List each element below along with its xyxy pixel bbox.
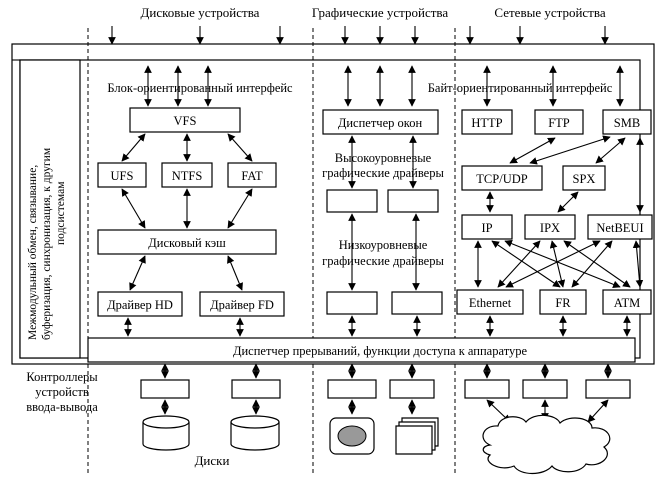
high-level-driver-2 xyxy=(387,189,439,213)
controller-net-3 xyxy=(585,379,631,399)
smb-label: SMB xyxy=(614,116,640,130)
side-panel xyxy=(19,59,81,359)
high-level-driver-1 xyxy=(326,189,378,213)
disk-cache-label: Дисковый кэш xyxy=(148,236,226,250)
disk-cylinder-1-icon xyxy=(142,415,190,451)
high-level-label-1: Высокоуровневые xyxy=(335,151,432,165)
monitor-icon xyxy=(329,417,375,455)
interrupt-manager-label: Диспетчер прерываний, функции доступа к … xyxy=(233,344,528,358)
ufs-box xyxy=(97,162,147,188)
interrupt-manager-box xyxy=(87,337,636,363)
ufs-label: UFS xyxy=(111,169,134,183)
block-interface-label: Блок-ориентированный интерфейс xyxy=(107,81,293,95)
ipx-box xyxy=(524,214,576,240)
smb-box xyxy=(602,109,652,135)
ip-box xyxy=(461,214,513,240)
ftp-label: FTP xyxy=(548,116,570,130)
network-internal-arrows xyxy=(474,135,644,289)
byte-interface-label: Байт-ориентированный интерфейс xyxy=(428,81,613,95)
side-panel-line2: буферизация, синхронизация, к другим xyxy=(41,147,53,340)
vfs-label: VFS xyxy=(174,114,197,128)
paper-stack-icon xyxy=(395,417,439,455)
disk-interface-arrows xyxy=(144,65,212,107)
vfs-box xyxy=(129,107,241,133)
driver-fd-box xyxy=(199,291,285,317)
controllers-label-3: ввода-вывода xyxy=(26,400,98,414)
spx-box xyxy=(562,165,606,191)
cache-driver-arrows xyxy=(129,255,243,291)
header-disk-devices: Дисковые устройства xyxy=(141,5,260,20)
graphics-internal-arrows xyxy=(348,135,420,291)
ethernet-label: Ethernet xyxy=(469,296,512,310)
driver-interrupt-arrows xyxy=(124,315,631,337)
http-label: HTTP xyxy=(471,116,502,130)
network-interface-arrows xyxy=(483,65,624,107)
fat-label: FAT xyxy=(241,169,263,183)
driver-fd-label: Драйвер FD xyxy=(210,298,274,312)
disks-label: Диски xyxy=(195,453,230,468)
network-cloud-icon xyxy=(482,414,611,475)
graphics-interface-arrows xyxy=(344,65,416,107)
controller-graphics-1 xyxy=(327,379,377,399)
disk-cache-box xyxy=(97,229,277,255)
spx-label: SPX xyxy=(573,172,596,186)
controller-net-1 xyxy=(464,379,510,399)
low-level-driver-2 xyxy=(391,291,443,315)
fr-box xyxy=(539,289,587,315)
tcpudp-label: TCP/UDP xyxy=(476,172,527,186)
ntfs-label: NTFS xyxy=(172,169,203,183)
atm-box xyxy=(602,289,652,315)
ipx-label: IPX xyxy=(540,221,560,235)
window-manager-box xyxy=(322,109,439,135)
high-level-label-2: графические драйверы xyxy=(322,166,444,180)
window-manager-label: Диспетчер окон xyxy=(338,116,423,130)
outer-frame xyxy=(11,43,655,365)
controller-net-2 xyxy=(522,379,568,399)
vfs-fs-arrows xyxy=(121,133,253,162)
side-panel-text: Межмодульный обмен, связывание, буфериза… xyxy=(27,147,67,340)
side-panel-line3: подсистемам xyxy=(55,181,67,245)
controllers-label-1: Контроллеры xyxy=(26,370,98,384)
side-panel-line1: Межмодульный обмен, связывание, xyxy=(27,165,39,340)
header-network-devices: Сетевые устройства xyxy=(494,5,605,20)
low-level-label-2: графические драйверы xyxy=(322,254,444,268)
controller-hd xyxy=(140,379,190,399)
low-level-label-1: Низкоуровневые xyxy=(339,238,428,252)
controller-fd xyxy=(231,379,281,399)
netbeui-box xyxy=(587,214,653,240)
fr-label: FR xyxy=(555,296,571,310)
atm-label: ATM xyxy=(614,296,640,310)
driver-hd-box xyxy=(97,291,183,317)
netbeui-label: NetBEUI xyxy=(596,221,643,235)
driver-hd-label: Драйвер HD xyxy=(107,298,173,312)
fat-box xyxy=(227,162,277,188)
ip-label: IP xyxy=(481,221,492,235)
low-level-driver-1 xyxy=(326,291,378,315)
http-box xyxy=(461,109,513,135)
ntfs-box xyxy=(161,162,213,188)
interrupt-controller-arrows xyxy=(161,363,612,379)
controller-graphics-2 xyxy=(389,379,435,399)
top-input-arrows xyxy=(108,26,609,45)
disk-cylinder-2-icon xyxy=(230,415,280,451)
controllers-label-2: устройств xyxy=(35,385,89,399)
tcpudp-box xyxy=(461,165,543,191)
ftp-box xyxy=(534,109,584,135)
ethernet-box xyxy=(456,289,524,315)
header-graphic-devices: Графические устройства xyxy=(312,5,449,20)
fs-cache-arrows xyxy=(121,188,253,229)
